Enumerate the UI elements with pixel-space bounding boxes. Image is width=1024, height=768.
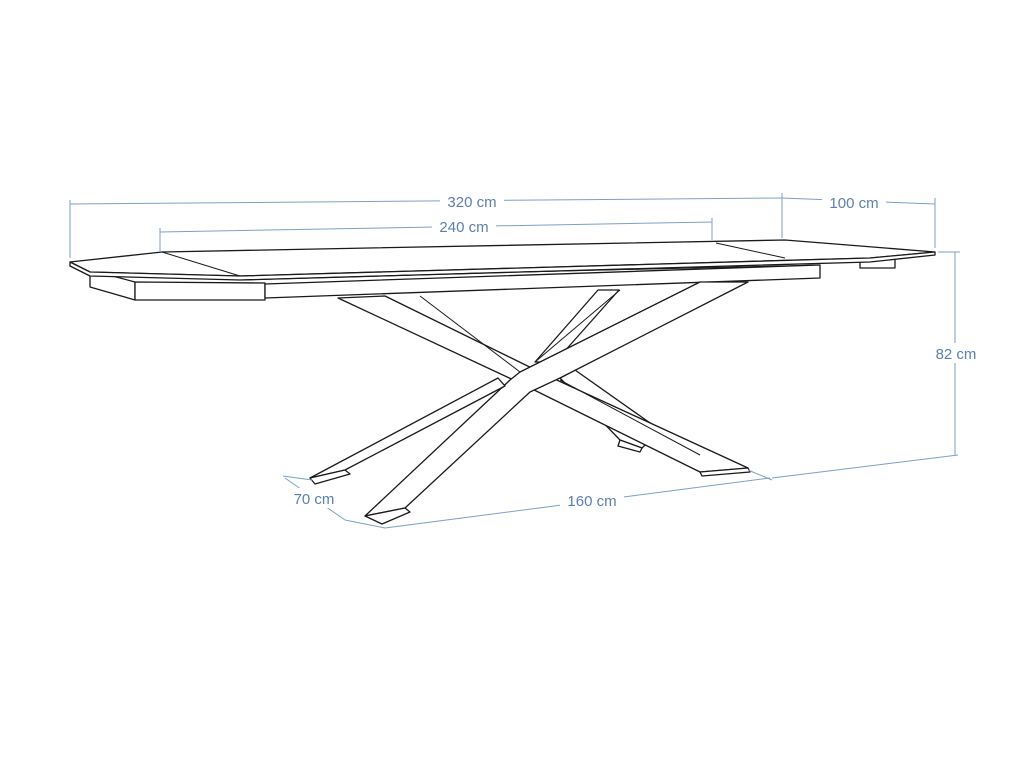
dimension-label-82: 82 cm — [936, 346, 977, 363]
dimension-annotations: 320 cm 240 cm 100 cm 82 cm — [69, 191, 984, 529]
dimension-label-320: 320 cm — [447, 194, 496, 211]
table-illustration — [69, 239, 936, 525]
dimension-320: 320 cm — [69, 191, 783, 258]
dimension-70: 70 cm — [282, 475, 386, 529]
dimension-label-70: 70 cm — [294, 491, 335, 508]
table-top — [69, 239, 936, 281]
dimension-82: 82 cm — [771, 251, 984, 479]
dimension-label-240: 240 cm — [439, 219, 488, 236]
dimension-100: 100 cm — [781, 192, 936, 248]
dimension-240: 240 cm — [159, 216, 713, 252]
dimension-label-100: 100 cm — [829, 195, 878, 212]
table-frame — [264, 264, 821, 299]
front-legs — [309, 281, 751, 525]
dimension-160: 160 cm — [384, 469, 773, 529]
dimension-label-160: 160 cm — [567, 493, 616, 510]
